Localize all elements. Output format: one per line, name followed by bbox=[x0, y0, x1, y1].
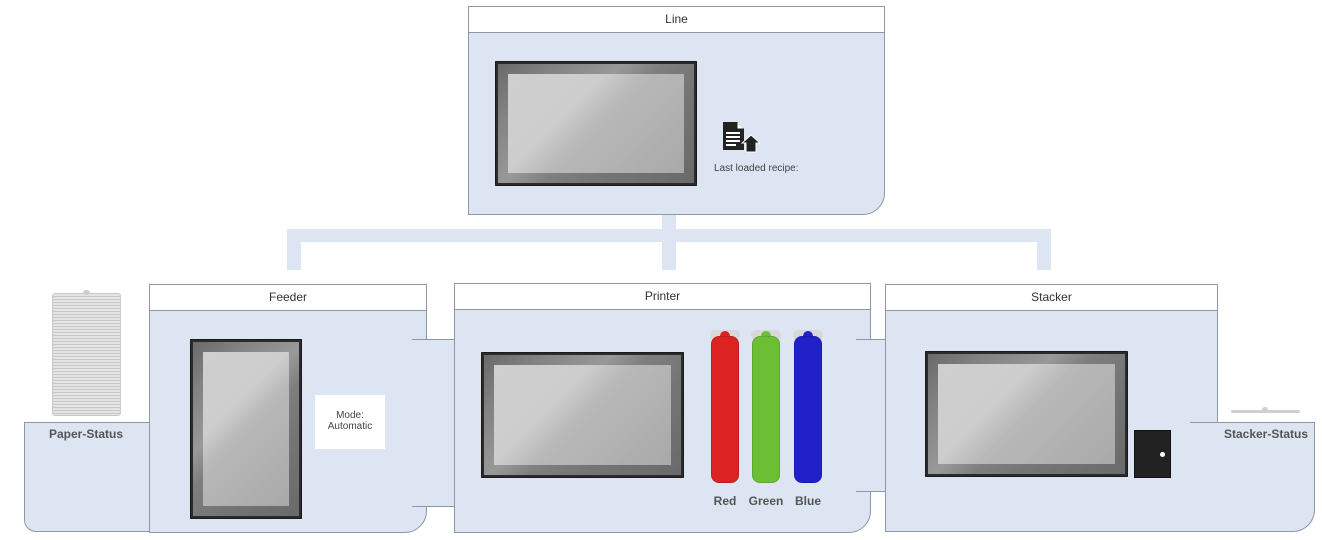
printer-screen[interactable] bbox=[481, 352, 684, 478]
stacker-title: Stacker bbox=[886, 285, 1217, 311]
feeder-mode-box: Mode: Automatic bbox=[315, 395, 385, 449]
ink-cartridge-blue bbox=[793, 330, 823, 484]
ink-cartridge-red bbox=[710, 330, 740, 484]
tree-connector-left-drop bbox=[287, 229, 301, 270]
feeder-title: Feeder bbox=[150, 285, 426, 311]
stacker-status-panel bbox=[1190, 422, 1315, 532]
ink-label-blue: Blue bbox=[794, 494, 821, 508]
ink-blue-body bbox=[794, 336, 822, 483]
ink-label-green: Green bbox=[748, 494, 784, 508]
paper-stack-top-knob bbox=[83, 290, 90, 295]
tree-connector-right-drop bbox=[1037, 229, 1051, 270]
last-loaded-recipe-label: Last loaded recipe: bbox=[714, 163, 799, 174]
ink-label-red: Red bbox=[713, 494, 737, 508]
tree-connector-horizontal bbox=[287, 229, 1051, 242]
ink-cartridge-green bbox=[751, 330, 781, 484]
door-icon[interactable] bbox=[1134, 430, 1171, 478]
line-screen[interactable] bbox=[495, 61, 697, 186]
stacker-status-label: Stacker-Status bbox=[1223, 427, 1309, 441]
stacker-screen[interactable] bbox=[925, 351, 1128, 477]
ink-red-body bbox=[711, 336, 739, 483]
stacker-output-tray-knob bbox=[1262, 407, 1268, 412]
line-title: Line bbox=[469, 7, 884, 33]
paper-stack bbox=[52, 293, 121, 416]
feeder-screen[interactable] bbox=[190, 339, 302, 519]
paper-status-label: Paper-Status bbox=[48, 427, 124, 441]
ink-green-body bbox=[752, 336, 780, 483]
printer-title: Printer bbox=[455, 284, 870, 310]
document-upload-icon[interactable] bbox=[722, 121, 762, 153]
